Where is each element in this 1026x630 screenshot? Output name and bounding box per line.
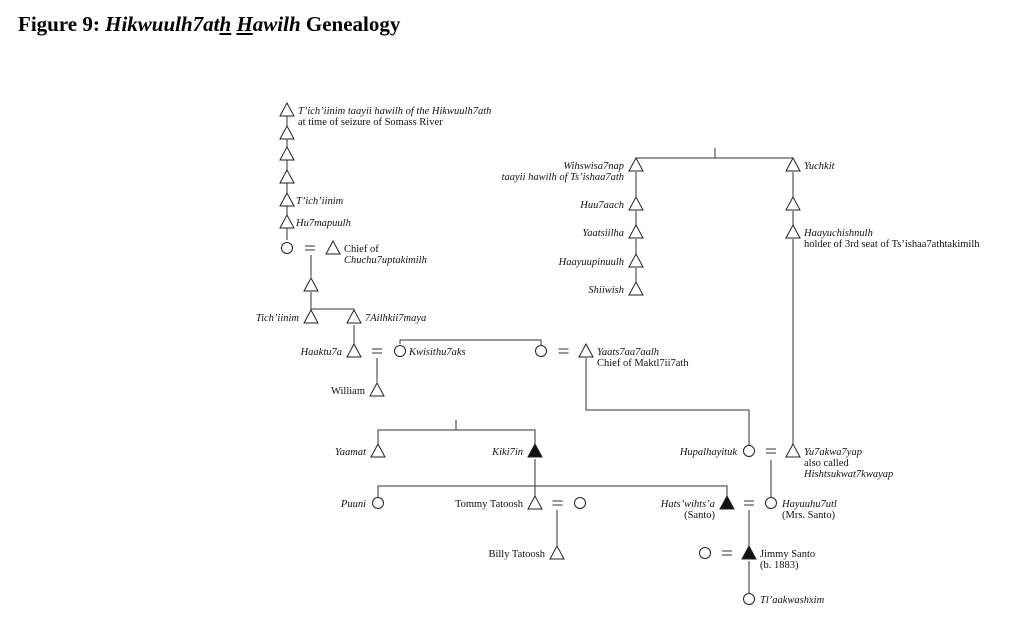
kiki7in-label: Kiki7in [491,447,523,458]
yu7akwa7yap-triangle-symbol [785,442,801,458]
title-part-4: H [236,12,253,36]
hatswihtsa-label-1: Hats’wihts’a [660,499,715,510]
jimmy-santo-label-2: (b. 1883) [760,560,799,571]
wihswisa7nap-label-1: Wihswisa7nap [563,161,624,172]
ancestor-triangle-symbol-1 [279,124,295,140]
yaatsiilha-label: Yaatsiilha [582,228,624,239]
yaamat-triangle-symbol [370,442,386,458]
puuni-label: Puuni [340,499,366,510]
tlaakwashxim-label: Tl’aakwashxim [760,595,825,606]
hayuuhu7utl-circle-symbol [765,497,777,509]
huu7aach-label: Huu7aach [579,200,624,211]
hupalhayituk-label: Hupalhayituk [679,447,737,458]
tichiinim-taayii-label-1: T’ich’iinim taayii hawilh of the Hikwuul… [298,106,491,117]
tichiinim-taayii-triangle-symbol [279,101,295,117]
tichiinim-2-label: Tich’iinim [256,313,300,324]
jimmy-santo-label-1: Jimmy Santo [760,549,815,560]
yaats7aa7aalh-triangle-symbol [578,342,594,358]
haaktu7a-label: Haaktu7a [300,347,342,358]
billy-tatoosh-label: Billy Tatoosh [488,549,545,560]
kiki7in-triangle-symbol [527,442,543,458]
haayuchishnulh-label-1: Haayuchishnulh [803,228,873,239]
kwisithu7aks-label: Kwisithu7aks [408,347,466,358]
person-labels: T’ich’iinim taayii hawilh of the Hikwuul… [256,106,980,606]
sibling-line-tichiinim [311,308,355,310]
title-part-5: awilh [252,12,301,36]
kwisithu7aks-circle-symbol [394,345,406,357]
shiiwish-label: Shiiwish [588,285,624,296]
yaats7aa7aalh-label-2: Chief of Maktl7ii7ath [597,358,689,369]
billy-tatoosh-triangle-symbol [549,544,565,560]
person-symbols [279,101,801,605]
figure-title-name: Hikwuulh7ath Hawilh [105,12,301,36]
woman-2-circle-symbol [535,345,547,357]
haayuchishnulh-label-2: holder of 3rd seat of Ts’ishaa7athtakimi… [804,239,980,250]
tichiinim-taayii-label-2: at time of seizure of Somass River [298,117,443,128]
woman-1-circle-symbol [281,242,293,254]
tichiinim-triangle-symbol [279,191,295,207]
ailhkii7maya-label: 7Ailhkii7maya [365,313,426,324]
hatswihtsa-triangle-symbol [719,494,735,510]
figure-label: Figure 9: [18,12,100,36]
yu7akwa7yap-label-1: Yu7akwa7yap [804,447,862,458]
hayuuhu7utl-label-1: Hayuuhu7utl [781,499,837,510]
yuchkit-triangle-symbol [785,156,801,172]
woman-3-circle-symbol [574,497,586,509]
tichiinim-2-triangle-symbol [303,308,319,324]
wihswisa7nap-label-2: taayii hawilh of Ts’ishaa7ath [502,172,624,183]
puuni-circle-symbol [372,497,384,509]
tommy-tatoosh-label: Tommy Tatoosh [455,499,524,510]
ancestor-triangle-symbol-4 [303,276,319,292]
tommy-tatoosh-triangle-symbol [527,494,543,510]
shiiwish-triangle-symbol [628,280,644,296]
hayuuhu7utl-label-2: (Mrs. Santo) [782,510,836,521]
haayuupinuulh-label: Haayuupinuulh [558,257,624,268]
yaamat-kiki7in-sibling-line [377,429,536,445]
jimmy-santo-triangle-symbol [741,544,757,560]
chief-chuchu-label-1: Chief of [344,244,379,255]
figure-title: Figure 9: Hikwuulh7ath Hawilh Genealogy [18,12,400,37]
kwisithu7aks-sibling-line [399,339,542,345]
chief-chuchu-triangle-symbol [325,239,341,255]
yaamat-label: Yaamat [335,447,367,458]
yu7akwa7yap-label-3: Hishtsukwat7kwayap [803,469,893,480]
yu7akwa7yap-label-2: also called [804,458,849,469]
hatswihtsa-label-2: (Santo) [684,510,715,521]
unnamed-male-triangle-symbol [785,195,801,211]
ancestor-triangle-symbol-2 [279,145,295,161]
chief-chuchu-label-2: Chuchu7uptakimilh [344,255,427,266]
william-label: William [331,386,365,397]
haaktu7a-triangle-symbol [346,342,362,358]
ancestor-triangle-symbol-3 [279,168,295,184]
william-triangle-symbol [369,381,385,397]
haayuchishnulh-triangle-symbol [785,223,801,239]
tichiinim-label: T’ich’iinim [296,196,344,207]
wihswisa7nap-triangle-symbol [628,156,644,172]
hupalhayituk-circle-symbol [743,445,755,457]
woman-4-circle-symbol [699,547,711,559]
hu7mapuulh-label: Hu7mapuulh [295,218,351,229]
title-part-1: Hikwuulh7at [105,12,220,36]
yaats7aa7aalh-label-1: Yaats7aa7aalh [597,347,659,358]
title-part-2: h [219,12,232,36]
haayuupinuulh-triangle-symbol [628,252,644,268]
huu7aach-triangle-symbol [628,195,644,211]
yuchkit-label: Yuchkit [804,161,836,172]
yaats7aa7aalh-descent-line [585,358,750,445]
ailhkii7maya-triangle-symbol [346,308,362,324]
kiki7in-children-sibling-line [377,485,728,497]
hu7mapuulh-triangle-symbol [279,213,295,229]
tlaakwashxim-circle-symbol [743,593,755,605]
yaatsiilha-triangle-symbol [628,223,644,239]
figure-title-suffix: Genealogy [300,12,401,36]
